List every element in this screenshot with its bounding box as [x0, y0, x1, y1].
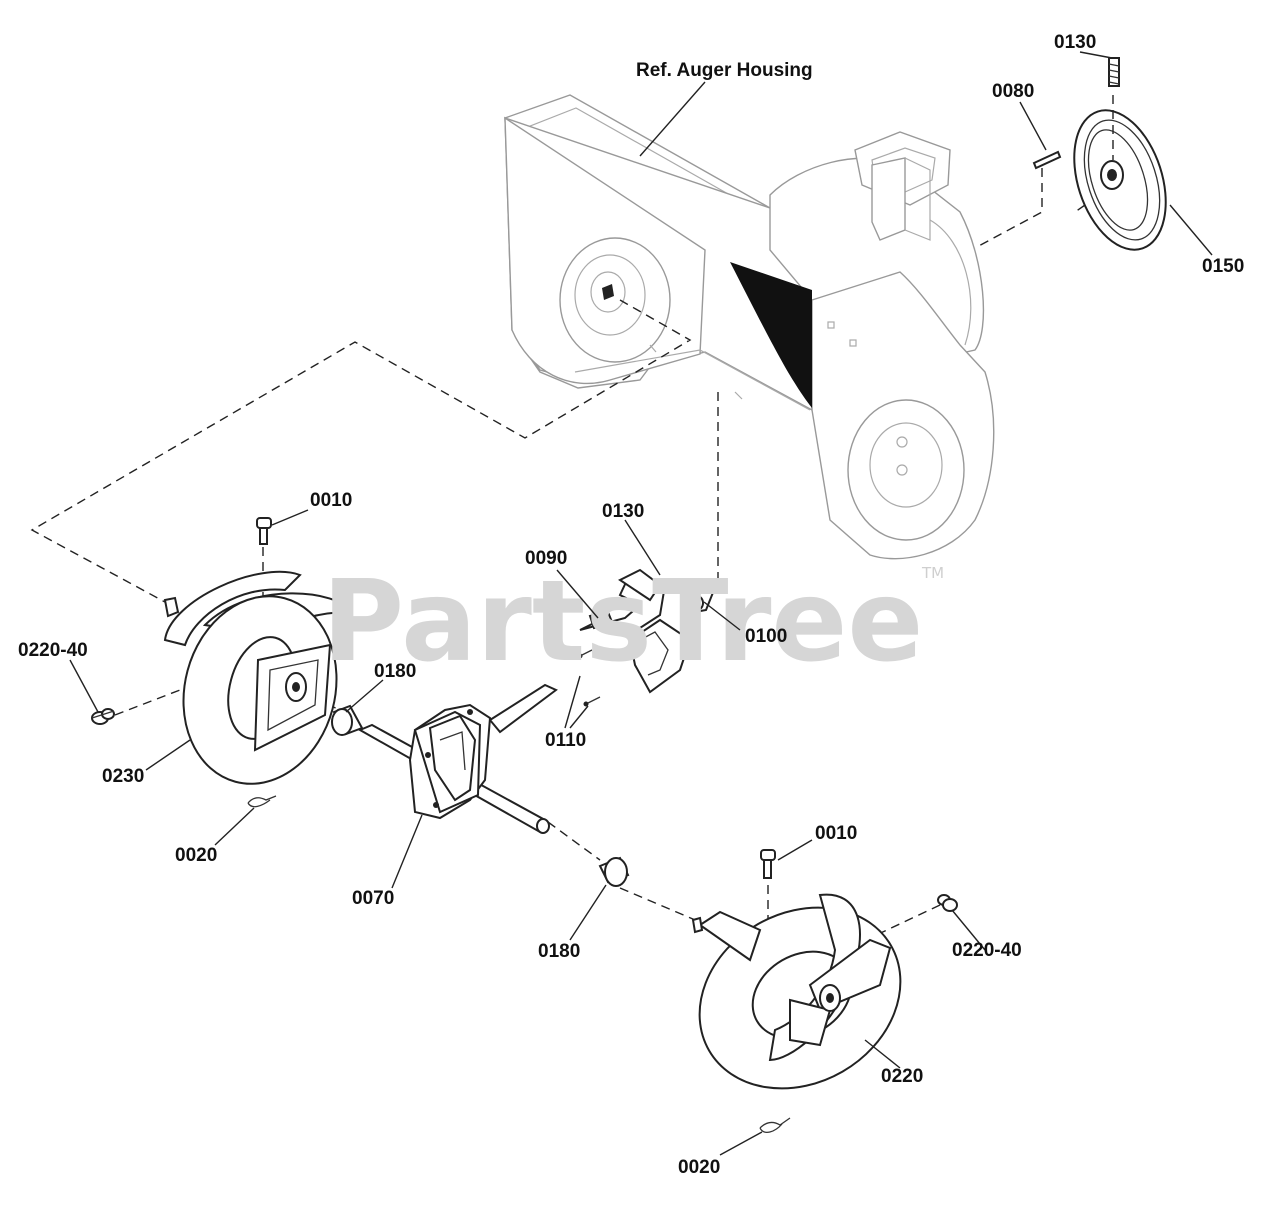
- auger-housing: [504, 94, 995, 560]
- grease-fitting-left: [91, 708, 115, 725]
- gearbox-shaft: [357, 683, 558, 834]
- callout-0070: 0070: [352, 888, 394, 909]
- bolt-left: [256, 517, 272, 545]
- callout-0010-right: 0010: [815, 823, 857, 844]
- callout-0100: 0100: [745, 626, 787, 647]
- callout-0110: 0110: [545, 730, 586, 751]
- pulley: [1073, 109, 1167, 251]
- callout-labels: Ref. Auger Housing 0130 0080 0150 0010 0…: [18, 32, 1244, 1178]
- callout-0010-left: 0010: [310, 490, 352, 511]
- bolt-right: [760, 849, 776, 879]
- callout-0020-right: 0020: [678, 1157, 720, 1178]
- leader-lines: [69, 51, 1213, 1156]
- watermark: PartsTree TM: [322, 557, 944, 687]
- callout-0130-mid: 0130: [602, 501, 644, 522]
- callout-0080: 0080: [992, 81, 1034, 102]
- callout-0220-40-right: 0220-40: [952, 940, 1022, 961]
- bearing-right: [598, 856, 630, 887]
- right-auger: [691, 893, 902, 1090]
- callout-0020-left: 0020: [175, 845, 217, 866]
- watermark-trademark: TM: [921, 564, 944, 582]
- screws: [577, 649, 601, 707]
- callout-0180-right: 0180: [538, 941, 580, 962]
- housing-label: Ref. Auger Housing: [636, 60, 813, 81]
- callout-0220: 0220: [881, 1066, 923, 1087]
- grease-fitting-right: [937, 894, 958, 912]
- callout-0150: 0150: [1202, 256, 1244, 277]
- callout-0090: 0090: [525, 548, 567, 569]
- key: [1032, 150, 1062, 170]
- set-screw-top: [1108, 57, 1120, 87]
- impeller-bracket: [579, 568, 692, 694]
- watermark-text: PartsTree: [322, 557, 923, 687]
- left-auger: [163, 570, 352, 785]
- hairpin-right: [759, 1117, 791, 1134]
- callout-0180-left: 0180: [374, 661, 416, 682]
- hairpin-left: [247, 795, 277, 808]
- bearing-left: [331, 704, 364, 736]
- callout-0230: 0230: [102, 766, 144, 787]
- callout-0130-top: 0130: [1054, 32, 1096, 53]
- callout-0220-40-left: 0220-40: [18, 640, 88, 661]
